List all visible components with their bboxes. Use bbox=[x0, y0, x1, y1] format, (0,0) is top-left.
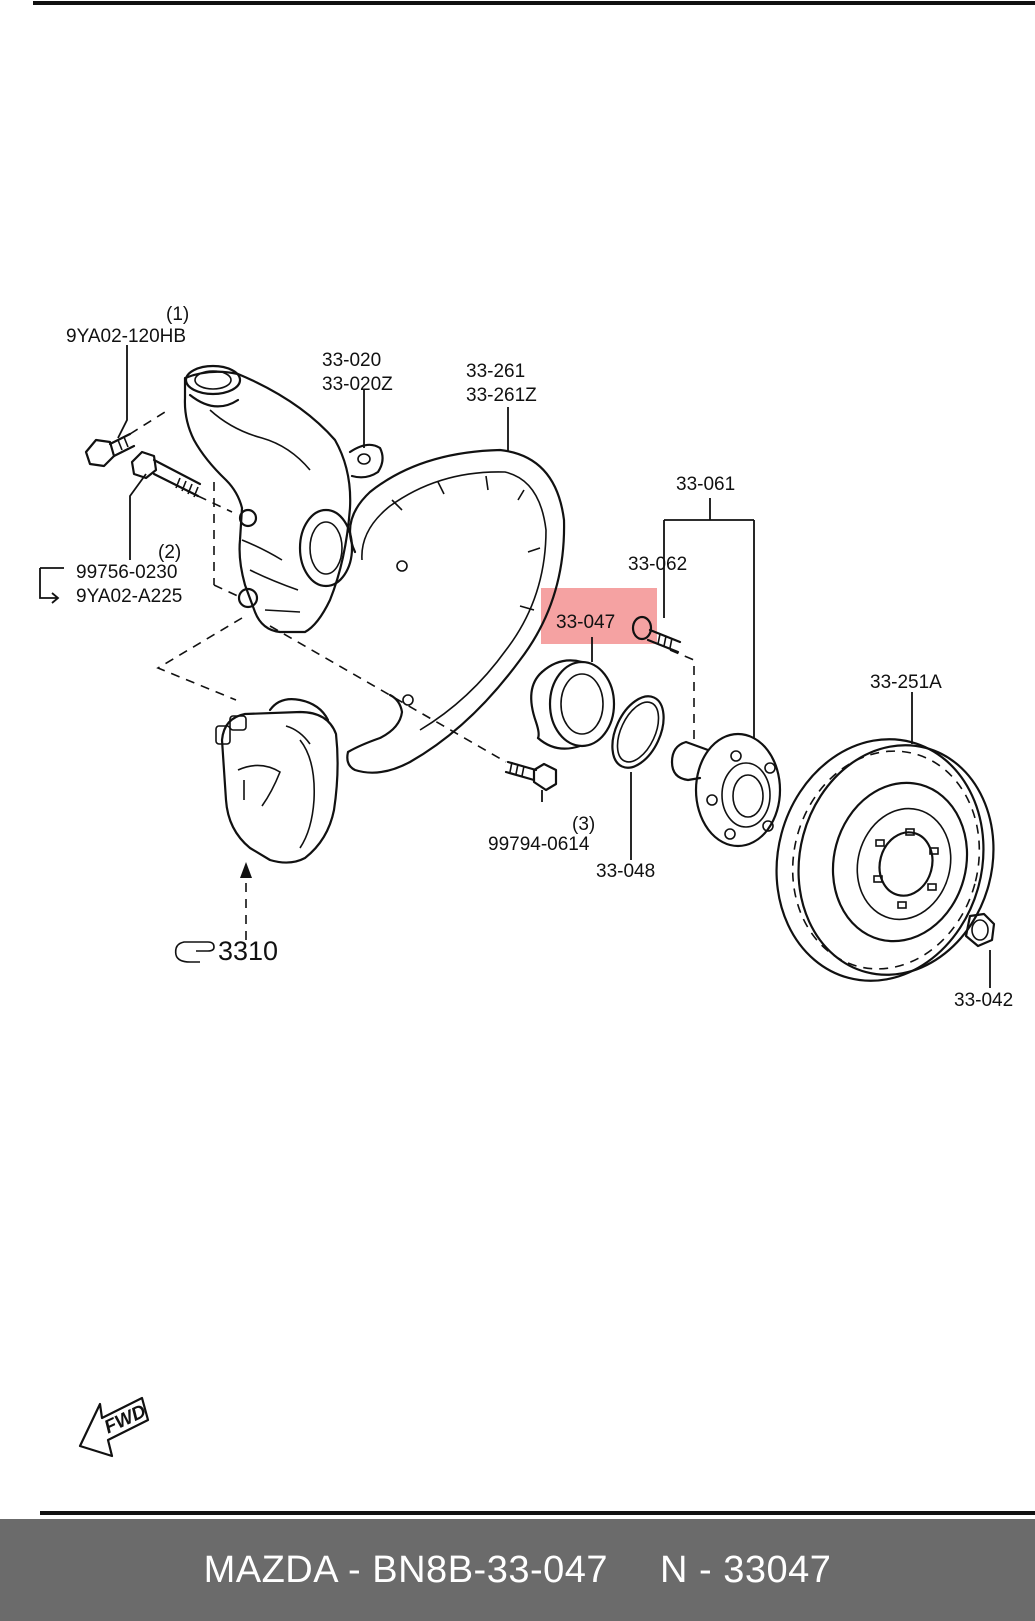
label-9ya02-120hb: 9YA02-120HB bbox=[66, 326, 186, 347]
caliper-ref-arrowhead bbox=[240, 862, 252, 878]
label-33-062: 33-062 bbox=[628, 554, 687, 575]
snap-ring bbox=[611, 695, 665, 769]
label-33-251a: 33-251A bbox=[870, 672, 942, 693]
hub-bolt-line bbox=[669, 649, 695, 742]
dust-shield bbox=[346, 448, 566, 774]
bolt-99756-0230 bbox=[130, 450, 202, 498]
label-qty-2: (2) bbox=[158, 542, 181, 563]
mount-line-2 bbox=[213, 482, 243, 599]
label-33-047: 33-047 bbox=[556, 612, 615, 633]
hub-bolt bbox=[631, 615, 682, 654]
brake-disc bbox=[775, 738, 995, 982]
label-33-261: 33-261 bbox=[466, 361, 525, 382]
steering-knuckle bbox=[183, 364, 384, 634]
wheel-bearing bbox=[530, 659, 616, 750]
bolt-99794-0614 bbox=[504, 760, 558, 792]
brake-caliper bbox=[215, 698, 339, 864]
footer-brand-part: MAZDA - BN8B-33-047 bbox=[203, 1548, 609, 1591]
label-3310: 3310 bbox=[218, 936, 278, 966]
label-33-020z: 33-020Z bbox=[322, 374, 393, 395]
label-99794-0614: 99794-0614 bbox=[488, 834, 590, 855]
wheel-hub bbox=[670, 732, 782, 848]
exploded-parts-diagram: (1) 9YA02-120HB (2) 99756-0230 9YA02-A22… bbox=[33, 1, 1035, 1515]
label-33-020: 33-020 bbox=[322, 350, 381, 371]
part-number-footer: MAZDA - BN8B-33-047 N - 33047 bbox=[0, 1519, 1035, 1621]
footer-alt-part: N - 33047 bbox=[660, 1548, 832, 1591]
lock-nut bbox=[964, 912, 996, 948]
label-99756-0230: 99756-0230 bbox=[76, 562, 177, 583]
highlight-box bbox=[541, 588, 657, 644]
pointing-hand-icon bbox=[174, 941, 215, 963]
label-33-048: 33-048 bbox=[596, 861, 655, 882]
label-33-042: 33-042 bbox=[954, 990, 1013, 1011]
label-qty-3: (3) bbox=[572, 814, 595, 835]
mount-line-1 bbox=[129, 411, 233, 513]
fwd-arrow-icon bbox=[78, 1396, 150, 1458]
bolt-9ya02-120hb bbox=[84, 432, 136, 468]
label-9ya02-a225: 9YA02-A225 bbox=[76, 586, 182, 607]
label-qty-1: (1) bbox=[166, 304, 189, 325]
label-33-061: 33-061 bbox=[676, 474, 735, 495]
label-33-261z: 33-261Z bbox=[466, 385, 537, 406]
caliper-mount-line bbox=[156, 617, 507, 763]
leader-lines bbox=[39, 345, 991, 988]
